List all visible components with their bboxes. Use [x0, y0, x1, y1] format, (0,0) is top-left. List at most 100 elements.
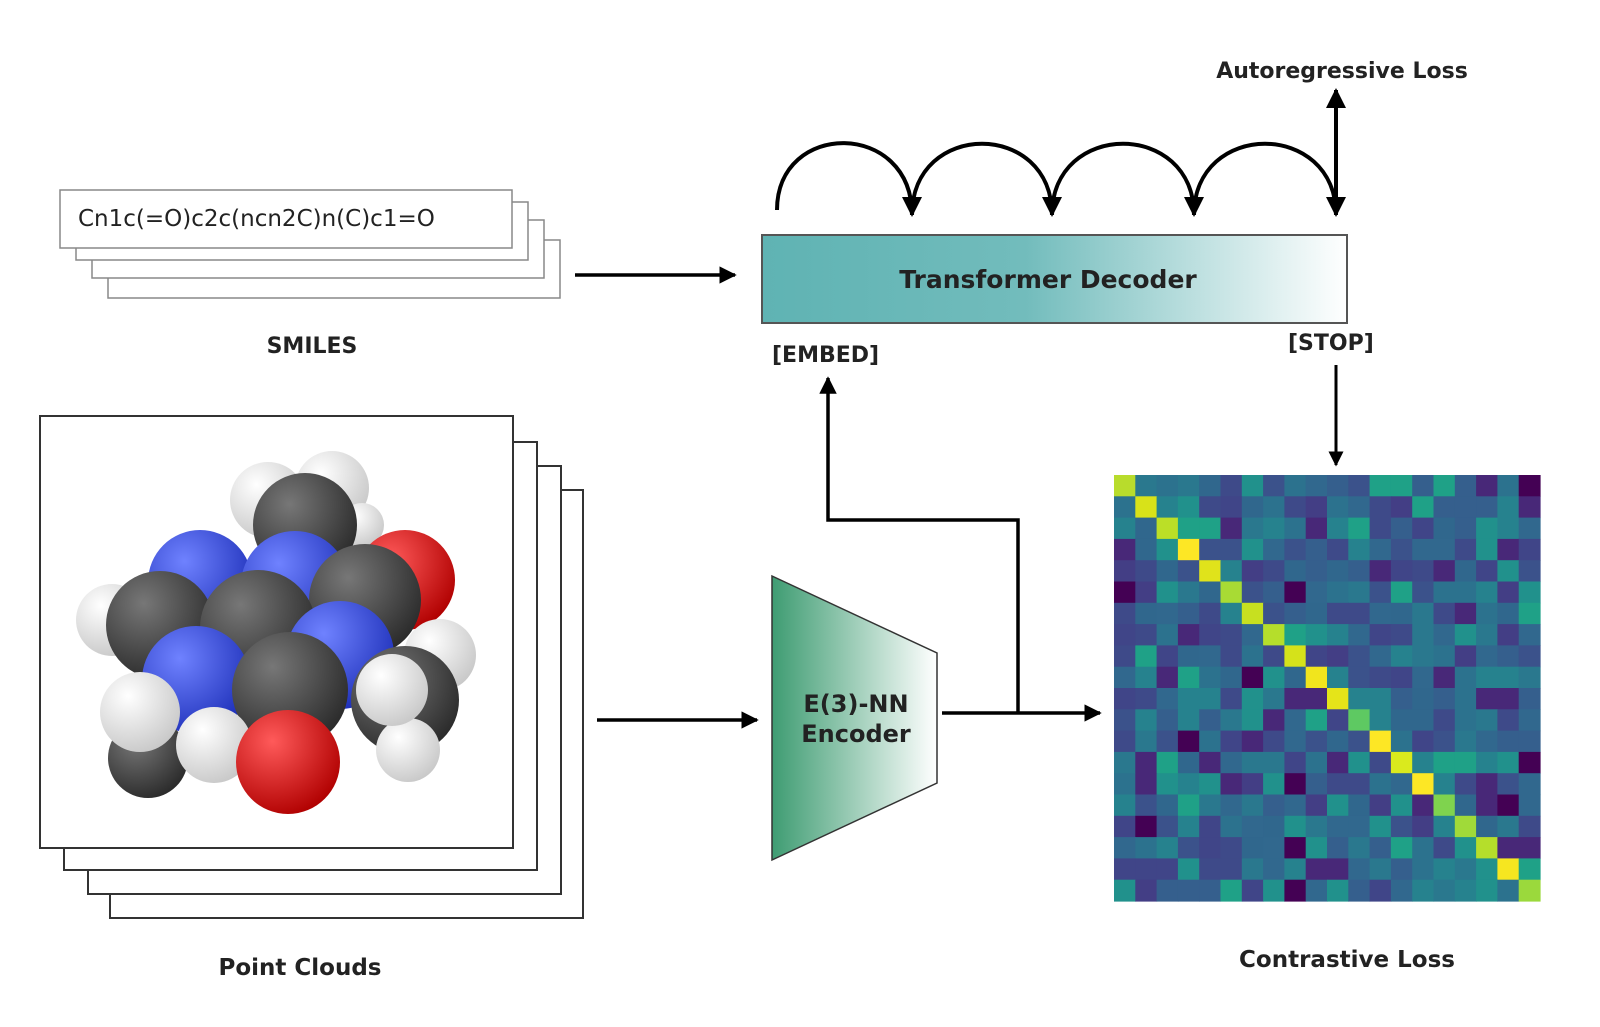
- heatmap-cell: [1476, 815, 1498, 838]
- heatmap-cell: [1369, 773, 1392, 796]
- heatmap-cell: [1263, 645, 1285, 668]
- heatmap-cell: [1199, 538, 1222, 561]
- heatmap-cell: [1241, 496, 1264, 519]
- heatmap-cell: [1135, 773, 1158, 796]
- heatmap-cell: [1390, 815, 1413, 838]
- heatmap-cell: [1135, 645, 1158, 668]
- heatmap-cell: [1454, 475, 1477, 497]
- heatmap-cell: [1390, 666, 1413, 689]
- heatmap-cell: [1327, 560, 1349, 583]
- heatmap-cell: [1263, 815, 1285, 838]
- heatmap-cell: [1518, 730, 1541, 753]
- heatmap-cell: [1284, 538, 1307, 561]
- heatmap-cell: [1135, 815, 1158, 838]
- heatmap-cell: [1518, 624, 1541, 646]
- heatmap-cell: [1348, 751, 1371, 774]
- heatmap-cell: [1241, 709, 1264, 732]
- heatmap-cell: [1433, 475, 1456, 497]
- heatmap-cell: [1518, 475, 1541, 497]
- heatmap-cell: [1177, 581, 1200, 604]
- heatmap-cell: [1177, 645, 1200, 668]
- heatmap-cell: [1263, 794, 1285, 817]
- heatmap-cell: [1199, 837, 1222, 859]
- heatmap-cell: [1305, 858, 1328, 881]
- heatmap-cell: [1390, 517, 1413, 540]
- heatmap-diagonal-cell: [1114, 475, 1136, 497]
- heatmap-cell: [1348, 773, 1371, 796]
- heatmap-cell: [1135, 794, 1158, 817]
- heatmap-cell: [1433, 730, 1456, 753]
- heatmap-cell: [1390, 794, 1413, 817]
- heatmap-cell: [1263, 496, 1285, 519]
- heatmap-cell: [1454, 666, 1477, 689]
- heatmap-cell: [1369, 837, 1392, 859]
- heatmap-diagonal-cell: [1284, 645, 1307, 668]
- heatmap-cell: [1497, 517, 1520, 540]
- heatmap-cell: [1284, 751, 1307, 774]
- heatmap-cell: [1305, 496, 1328, 519]
- heatmap-cell: [1497, 538, 1520, 561]
- heatmap-cell: [1220, 709, 1243, 732]
- heatmap-cell: [1156, 837, 1179, 859]
- heatmap-cell: [1135, 581, 1158, 604]
- heatmap-cell: [1412, 751, 1435, 774]
- heatmap-cell: [1497, 602, 1520, 625]
- e3nn-encoder-shape: [771, 574, 938, 862]
- heatmap-cell: [1454, 858, 1477, 881]
- heatmap-cell: [1263, 475, 1285, 497]
- heatmap-cell: [1327, 645, 1349, 668]
- heatmap-cell: [1327, 538, 1349, 561]
- heatmap-cell: [1518, 645, 1541, 668]
- heatmap-cell: [1497, 794, 1520, 817]
- heatmap-cell: [1497, 709, 1520, 732]
- heatmap-cell: [1433, 837, 1456, 859]
- heatmap-cell: [1156, 602, 1179, 625]
- heatmap-cell: [1305, 475, 1328, 497]
- heatmap-cell: [1476, 517, 1498, 540]
- heatmap-cell: [1433, 773, 1456, 796]
- heatmap-cell: [1263, 602, 1285, 625]
- heatmap-cell: [1369, 517, 1392, 540]
- heatmap-cell: [1263, 517, 1285, 540]
- heatmap-diagonal-cell: [1476, 837, 1498, 859]
- heatmap-cell: [1177, 751, 1200, 774]
- heatmap-cell: [1518, 773, 1541, 796]
- heatmap-cell: [1220, 517, 1243, 540]
- heatmap-cell: [1199, 645, 1222, 668]
- heatmap-diagonal-cell: [1199, 560, 1222, 583]
- stop-token-label: [STOP]: [1288, 331, 1374, 356]
- heatmap-cell: [1305, 773, 1328, 796]
- heatmap-cell: [1412, 709, 1435, 732]
- heatmap-cell: [1263, 709, 1285, 732]
- heatmap-cell: [1135, 666, 1158, 689]
- heatmap-cell: [1497, 688, 1520, 710]
- heatmap-cell: [1476, 773, 1498, 796]
- heatmap-cell: [1284, 688, 1307, 710]
- heatmap-cell: [1348, 837, 1371, 859]
- heatmap-cell: [1135, 858, 1158, 881]
- heatmap-cell: [1135, 624, 1158, 646]
- heatmap-cell: [1412, 815, 1435, 838]
- heatmap-cell: [1433, 815, 1456, 838]
- heatmap-cell: [1263, 730, 1285, 753]
- heatmap-cell: [1390, 879, 1413, 902]
- heatmap-cell: [1433, 688, 1456, 710]
- heatmap-cell: [1454, 645, 1477, 668]
- heatmap-cell: [1199, 496, 1222, 519]
- heatmap-cell: [1284, 858, 1307, 881]
- heatmap-cell: [1220, 560, 1243, 583]
- heatmap-cell: [1156, 560, 1179, 583]
- heatmap-cell: [1156, 751, 1179, 774]
- heatmap-cell: [1369, 602, 1392, 625]
- heatmap-cell: [1220, 815, 1243, 838]
- heatmap-cell: [1263, 688, 1285, 710]
- heatmap-cell: [1518, 560, 1541, 583]
- heatmap-cell: [1390, 837, 1413, 859]
- heatmap-cell: [1305, 794, 1328, 817]
- heatmap-cell: [1305, 709, 1328, 732]
- heatmap-cell: [1476, 858, 1498, 881]
- heatmap-cell: [1412, 794, 1435, 817]
- heatmap-cell: [1518, 709, 1541, 732]
- heatmap-cell: [1177, 602, 1200, 625]
